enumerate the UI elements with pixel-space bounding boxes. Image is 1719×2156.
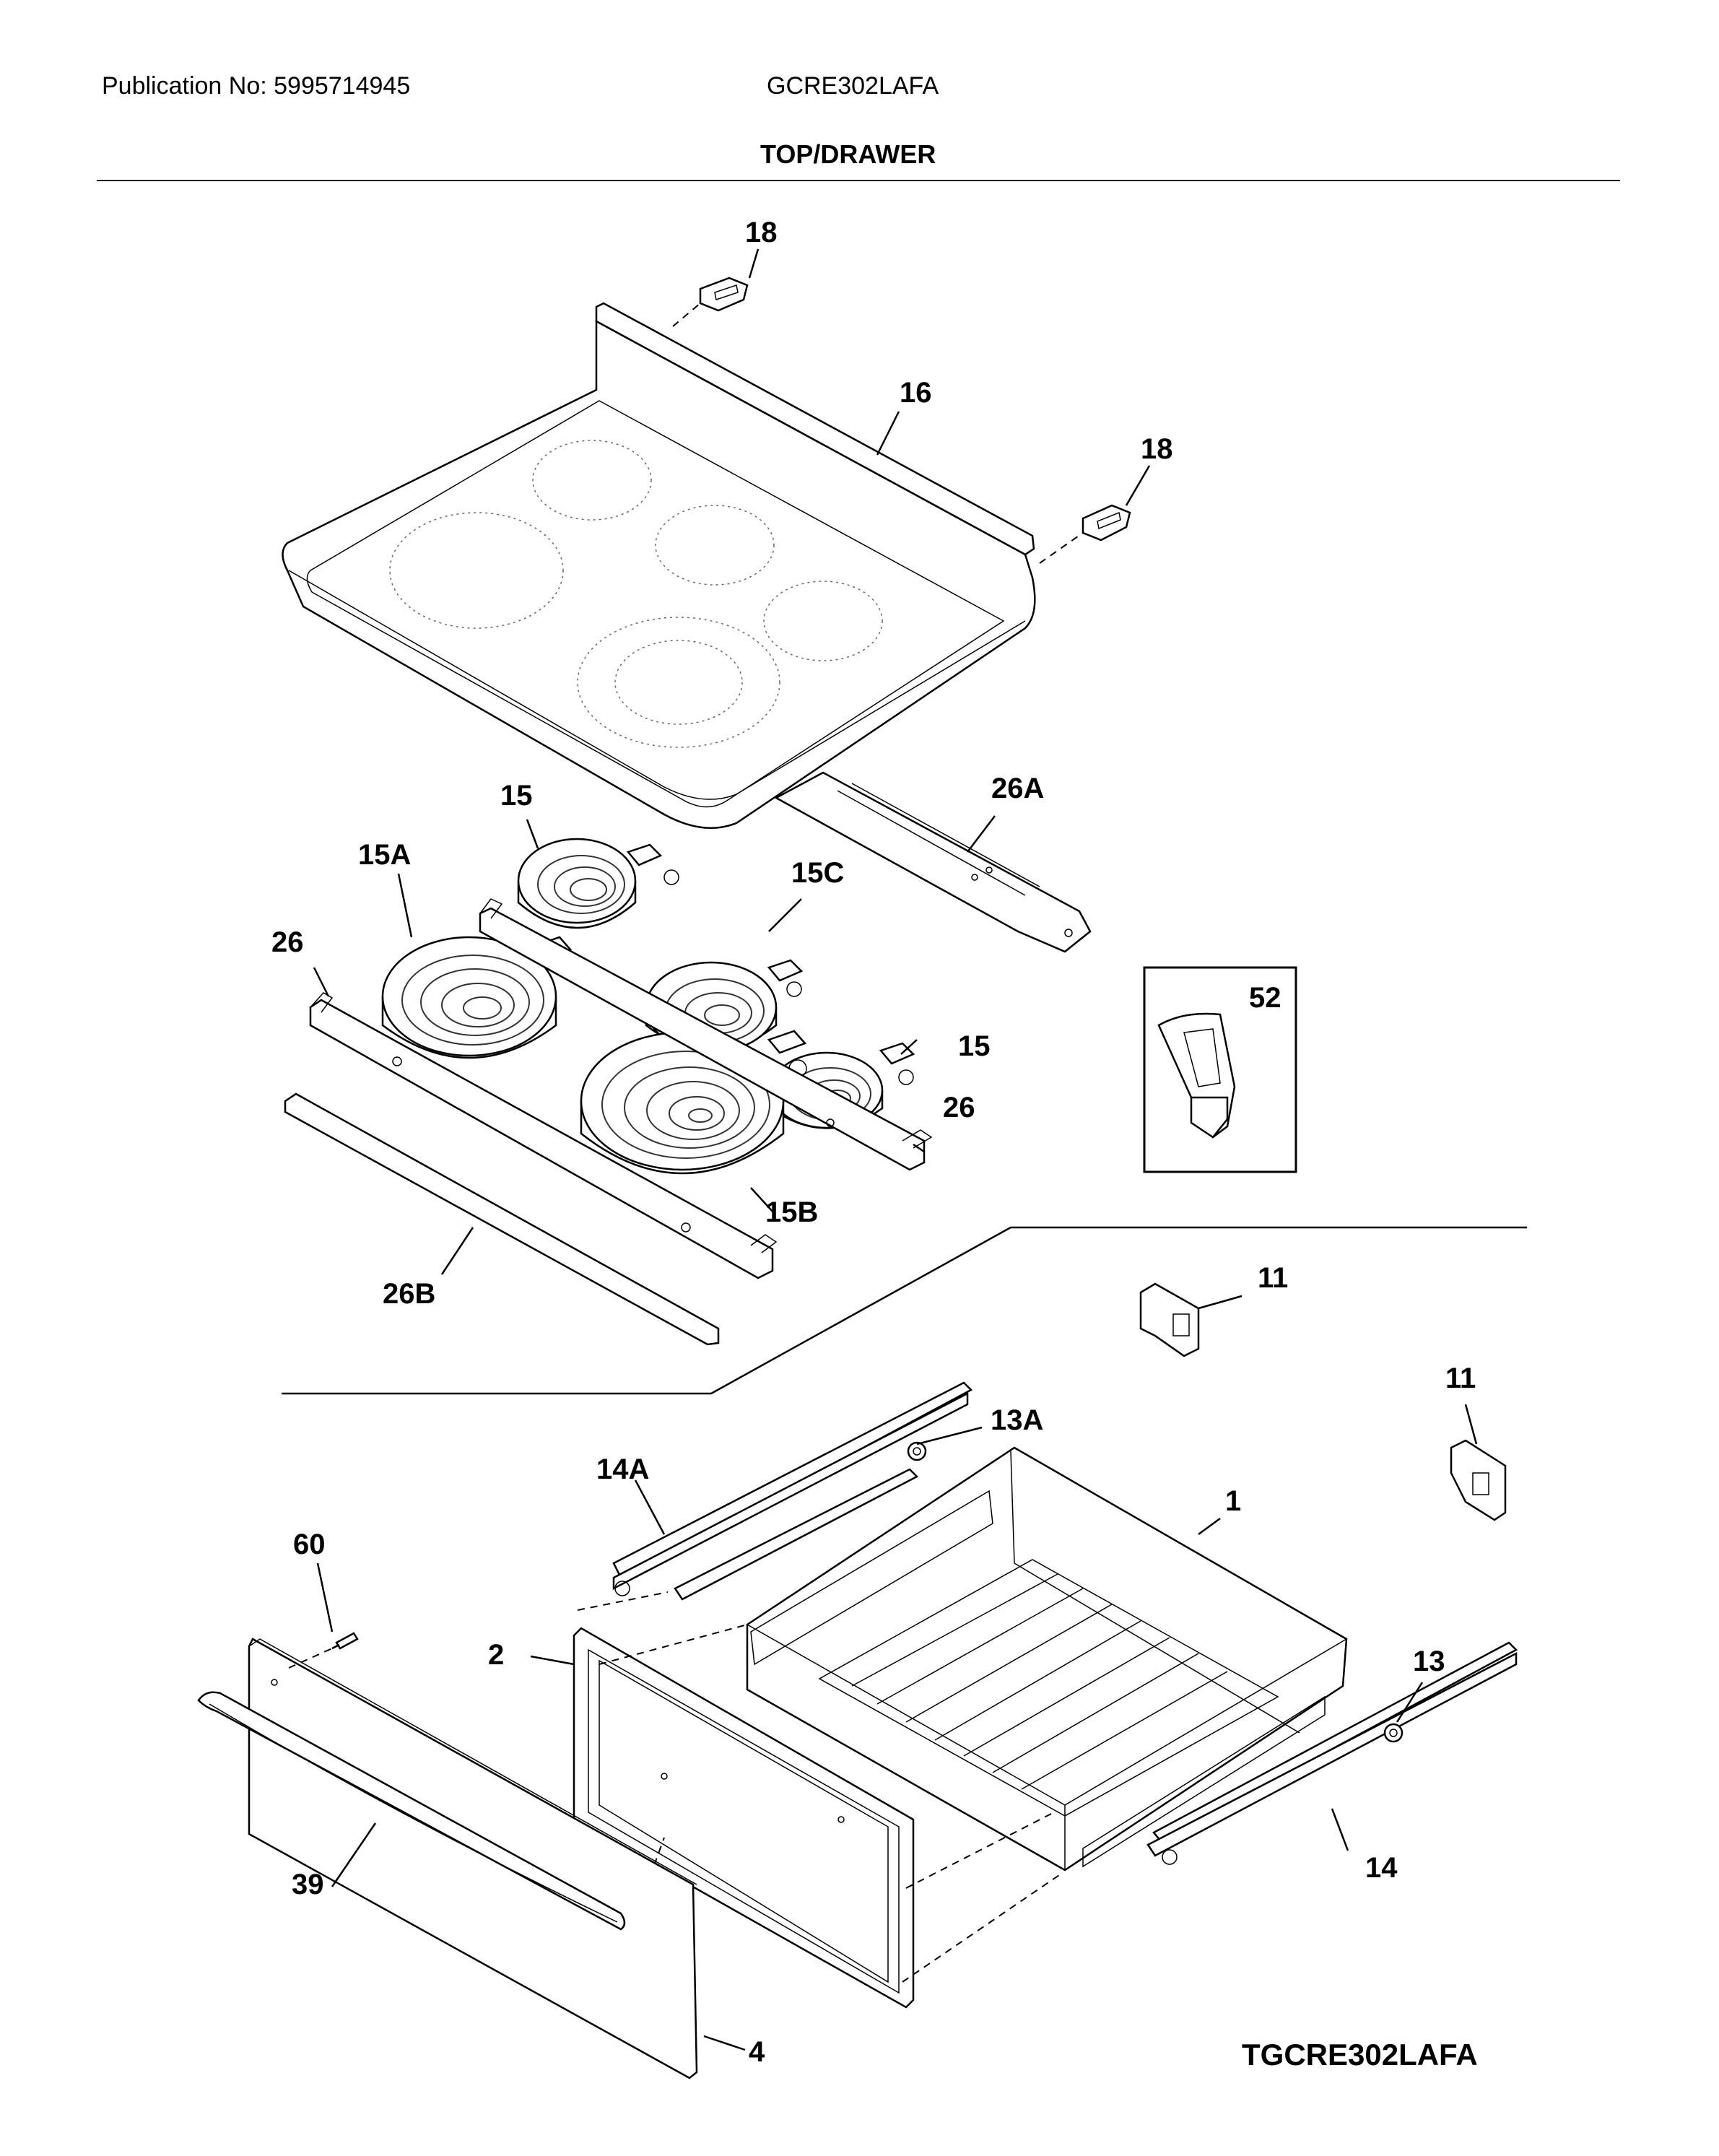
cooktop-glass-top bbox=[282, 302, 1036, 829]
element-support-rail-26-left bbox=[309, 992, 778, 1279]
callout-18-right: 18 bbox=[1141, 433, 1173, 465]
section-separator-line bbox=[282, 1226, 1527, 1395]
drawer-handle bbox=[197, 1691, 626, 1931]
callout-15c: 15C bbox=[791, 857, 844, 889]
callout-14: 14 bbox=[1365, 1852, 1398, 1884]
callout-18-left: 18 bbox=[745, 217, 778, 248]
publication-number: Publication No: 5995714945 bbox=[102, 72, 411, 100]
callout-2: 2 bbox=[488, 1639, 504, 1671]
callout-15-right: 15 bbox=[958, 1030, 991, 1062]
radiant-element-15-rear-left bbox=[517, 838, 679, 929]
callout-leader-lines bbox=[313, 248, 1478, 2051]
callout-1: 1 bbox=[1225, 1485, 1241, 1517]
callout-15b: 15B bbox=[765, 1196, 818, 1228]
part-52-inset-box bbox=[1143, 966, 1297, 1173]
drawer-front-panel bbox=[248, 1638, 698, 2079]
callout-52: 52 bbox=[1249, 982, 1281, 1014]
callout-26b: 26B bbox=[383, 1278, 435, 1310]
drawer-box bbox=[746, 1446, 1348, 1872]
element-support-rail-26-right bbox=[479, 898, 933, 1171]
mounting-bracket-18-right bbox=[1039, 504, 1131, 564]
callout-11-upper: 11 bbox=[1258, 1262, 1288, 1294]
header-divider bbox=[97, 180, 1620, 181]
callout-16: 16 bbox=[900, 377, 932, 409]
drawer-slide-14 bbox=[1146, 1641, 1518, 1865]
drawer-bracket-11-lower bbox=[1450, 1439, 1507, 1521]
callout-15-rear: 15 bbox=[500, 780, 533, 812]
callout-26-right: 26 bbox=[943, 1092, 975, 1123]
model-number: GCRE302LAFA bbox=[767, 72, 939, 100]
radiant-element-15b-front-right bbox=[580, 1030, 807, 1175]
drawer-bracket-11-upper bbox=[1139, 1282, 1200, 1357]
front-trim-strip-26b bbox=[284, 1092, 720, 1346]
callout-39: 39 bbox=[292, 1869, 324, 1900]
callout-15a: 15A bbox=[358, 839, 411, 871]
drawer-roller-13 bbox=[1383, 1723, 1404, 1743]
rear-support-bracket-26a bbox=[774, 771, 1092, 953]
section-title: TOP/DRAWER bbox=[760, 139, 936, 169]
callout-26a: 26A bbox=[991, 773, 1044, 804]
radiant-element-15a-front-left bbox=[381, 936, 580, 1059]
callout-26-left: 26 bbox=[271, 926, 304, 958]
drawer-screw-60 bbox=[288, 1632, 359, 1669]
callout-11-lower: 11 bbox=[1445, 1362, 1476, 1394]
mounting-bracket-18-left bbox=[672, 277, 749, 327]
callout-60: 60 bbox=[293, 1529, 326, 1560]
callout-13a: 13A bbox=[991, 1404, 1043, 1436]
drawer-slide-14a bbox=[612, 1381, 973, 1596]
callout-14a: 14A bbox=[596, 1453, 649, 1485]
drawer-roller-13a bbox=[907, 1441, 927, 1461]
diagram-code: TGCRE302LAFA bbox=[1242, 2038, 1478, 2072]
drawer-rail-left bbox=[674, 1468, 919, 1601]
callout-4: 4 bbox=[749, 2036, 765, 2068]
callout-13: 13 bbox=[1413, 1646, 1445, 1677]
